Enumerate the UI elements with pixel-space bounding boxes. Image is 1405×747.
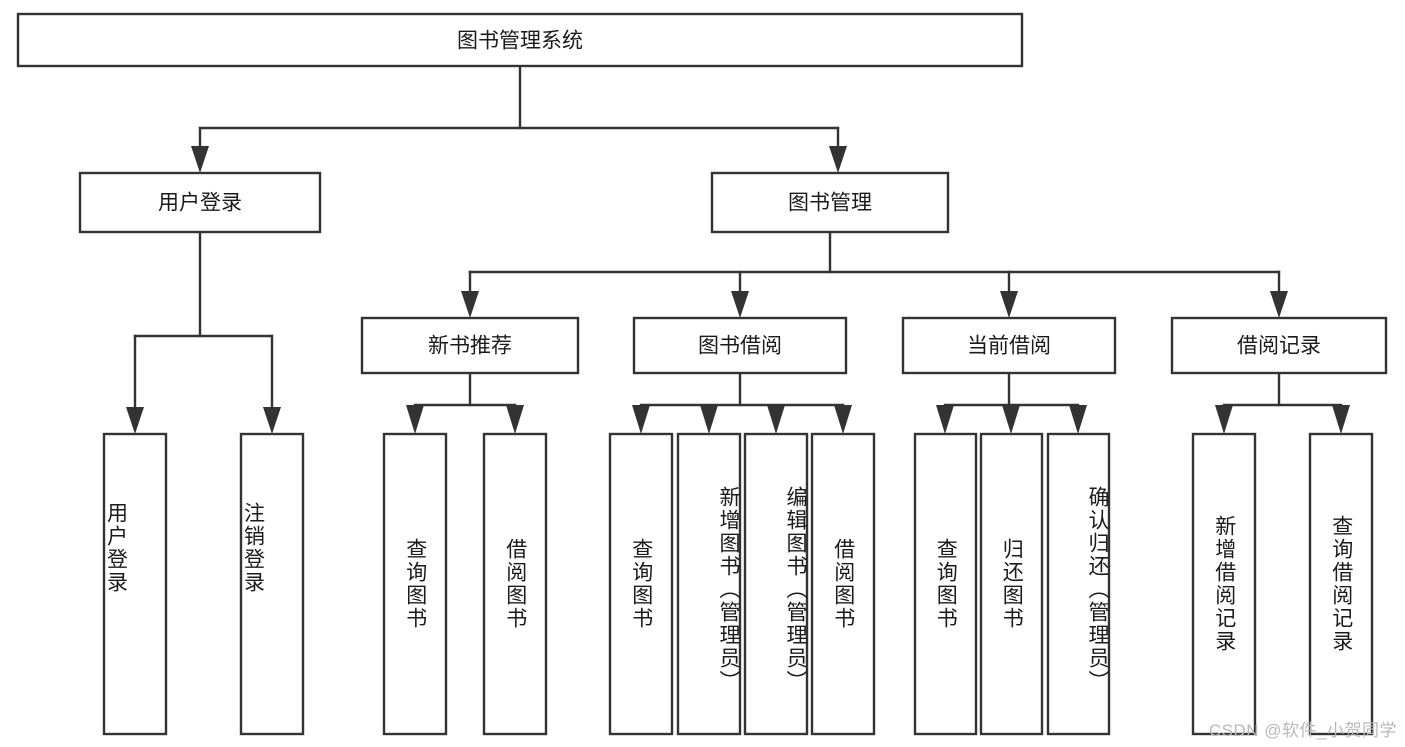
- node-leaf-confirm-return-box[interactable]: [1046, 432, 1111, 736]
- arrowhead-leaf-add-book: [700, 405, 718, 434]
- arrowhead-user-login: [191, 146, 209, 173]
- arrowhead-leaf-confirm-return: [1069, 405, 1087, 434]
- arrowhead-leaf-edit-book: [767, 405, 785, 434]
- node-root-label: 图书管理系统: [457, 30, 583, 53]
- arrowhead-new-book-recommend: [461, 291, 479, 318]
- arrowhead-borrow-record: [1270, 291, 1288, 318]
- node-leaf-query-borrow-record-box[interactable]: [1308, 432, 1374, 736]
- arrowhead-leaf-query-book-current: [936, 405, 954, 434]
- node-user-login-box[interactable]: [78, 171, 322, 234]
- arrowhead-leaf-add-borrow-record: [1215, 405, 1233, 434]
- node-new-book-recommend-label: 新书推荐: [428, 335, 512, 358]
- node-leaf-query-book-current-box[interactable]: [913, 432, 978, 736]
- csdn-watermark: CSDN @软件_小贺同学: [1208, 721, 1397, 740]
- node-new-book-recommend-box[interactable]: [360, 316, 580, 375]
- node-user-login-label: 用户登录: [158, 192, 242, 215]
- node-root-box[interactable]: [16, 12, 1024, 68]
- node-leaf-add-book-box[interactable]: [676, 432, 742, 736]
- node-leaf-query-book-borrow-box[interactable]: [608, 432, 674, 736]
- node-leaf-borrow-book-rec-box[interactable]: [482, 432, 548, 736]
- connector-layer: [126, 64, 1350, 434]
- node-leaf-user-login-box[interactable]: [102, 432, 168, 736]
- node-borrow-record-box[interactable]: [1170, 316, 1388, 375]
- node-book-borrow-box[interactable]: [632, 316, 848, 375]
- node-leaf-return-book-box[interactable]: [979, 432, 1044, 736]
- node-layer: 图书管理系统 用户登录 图书管理 新书推荐 图书借阅 当前借阅 借阅记录: [16, 12, 1388, 736]
- arrowhead-leaf-borrow-book: [834, 405, 852, 434]
- node-leaf-logout-box[interactable]: [239, 432, 305, 736]
- node-current-borrow-label: 当前借阅: [967, 335, 1051, 358]
- node-book-management-label: 图书管理: [788, 192, 872, 215]
- arrowhead-leaf-query-book-rec: [406, 405, 424, 434]
- node-leaf-edit-book-box[interactable]: [743, 432, 809, 736]
- arrowhead-book-management: [829, 146, 847, 173]
- arrowhead-leaf-logout: [263, 407, 281, 434]
- node-leaf-add-borrow-record-box[interactable]: [1191, 432, 1257, 736]
- arrowhead-leaf-query-book-borrow: [632, 405, 650, 434]
- arrowhead-leaf-query-borrow-record: [1332, 405, 1350, 434]
- node-book-borrow-label: 图书借阅: [698, 335, 782, 358]
- arrowhead-leaf-return-book: [1002, 405, 1020, 434]
- node-leaf-query-book-rec-box[interactable]: [382, 432, 448, 736]
- arrowhead-current-borrow: [1000, 291, 1018, 318]
- node-current-borrow-box[interactable]: [901, 316, 1117, 375]
- node-book-management-box[interactable]: [710, 171, 950, 234]
- node-leaf-borrow-book-box[interactable]: [810, 432, 876, 736]
- arrowhead-book-borrow: [731, 291, 749, 318]
- node-borrow-record-label: 借阅记录: [1237, 335, 1321, 358]
- arrowhead-leaf-borrow-book-rec: [506, 405, 524, 434]
- arrowhead-leaf-user-login: [126, 407, 144, 434]
